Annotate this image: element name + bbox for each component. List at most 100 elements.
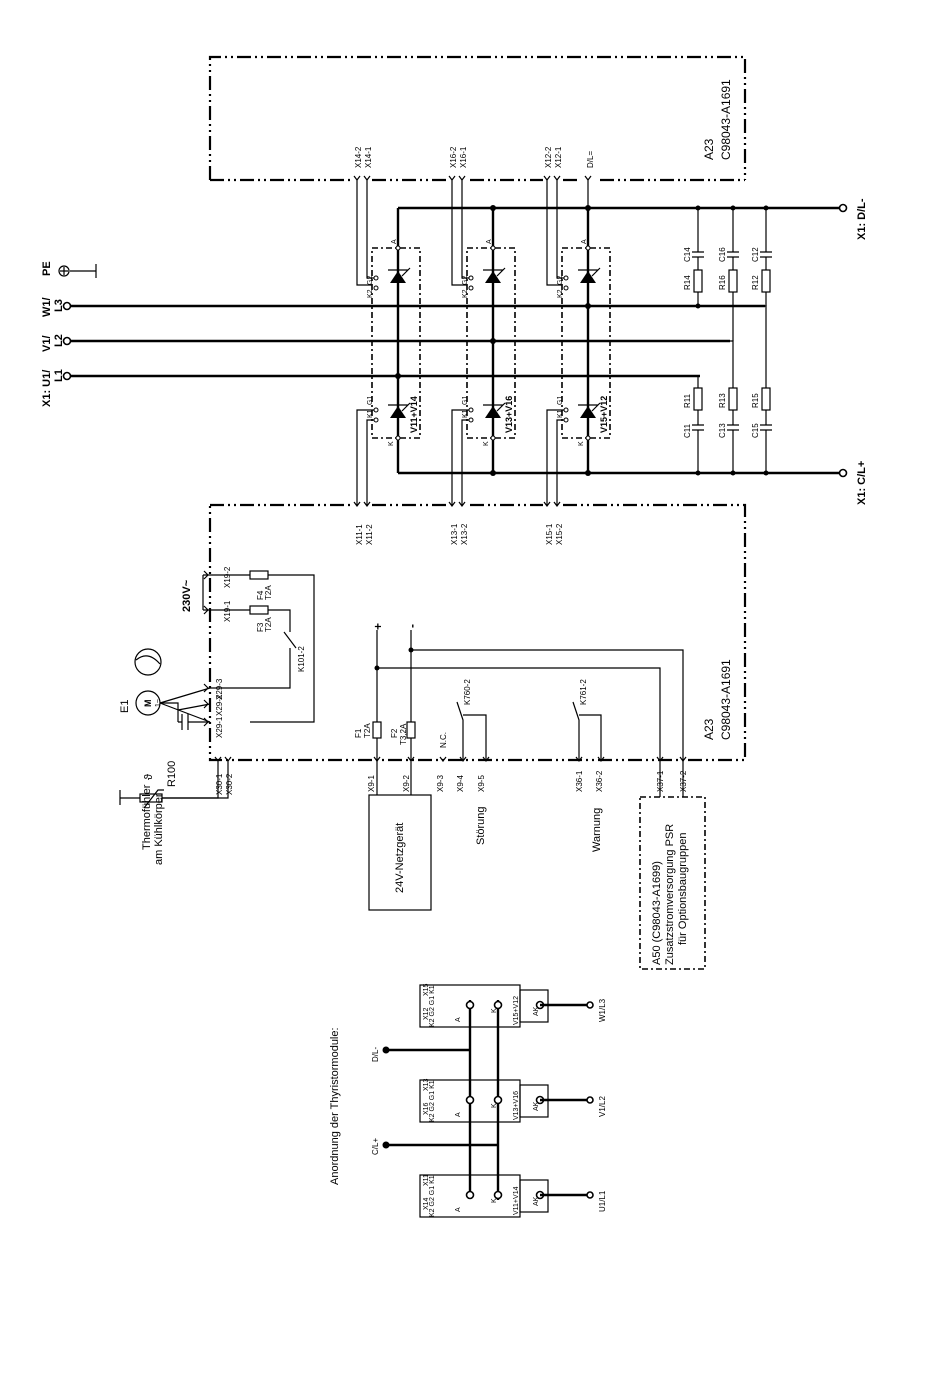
arrangement-dl: D/L- — [371, 1047, 380, 1062]
top-connectors: X14-2 X14-1 X16-2 X16-1 X12-2 X12-1 D/L= — [353, 146, 595, 181]
arr-k: K — [491, 1103, 498, 1108]
gate-label-g1: G1 — [557, 396, 564, 405]
dc-plus-label: X1: C/L+ — [856, 461, 868, 505]
gate-label-k1: K1 — [557, 409, 564, 418]
connector-x16-2: X16-2 — [449, 146, 458, 168]
gate-label-g2: G2 — [367, 276, 374, 285]
arr-mod-v11: V11+V14 — [513, 1186, 520, 1215]
arr-mod-v15: V15+V12 — [513, 996, 520, 1025]
f3-label: F3 — [256, 622, 265, 632]
arr-pins: K2 G2 G1 K1 — [429, 1175, 436, 1217]
r100-label: R100 — [166, 761, 178, 787]
l2-label-b: L2 — [53, 334, 65, 347]
x19-2-label: X19-2 — [223, 566, 232, 588]
f2-label: F2 — [390, 728, 399, 738]
l1-label-b: L1 — [53, 369, 65, 382]
r13-label: R13 — [718, 393, 727, 408]
gate-label-a: A — [391, 239, 398, 244]
connector-x13-1: X13-1 — [450, 523, 459, 545]
f1-rating: T2A — [363, 723, 372, 738]
arr-x16: X16 — [423, 1102, 430, 1115]
x29-3-label: X29-3 — [215, 678, 224, 700]
x36-2-label: X36-2 — [595, 770, 604, 792]
gate-label-g1: G1 — [462, 396, 469, 405]
a50-line-1: A50 (C98043-A1699) — [651, 861, 663, 965]
l1-label-a: X1: U1/ — [41, 370, 53, 407]
arr-mod-v13: V13+V16 — [513, 1091, 520, 1120]
a50-line-2: Zusatzstromversorgung PSR — [664, 824, 676, 965]
connector-x14-1: X14-1 — [364, 146, 373, 168]
a23-upper-label: A23 — [702, 138, 716, 160]
dc24-section: + - F1 T2A F2 T3,2A X9-1 X9-2 X9-3 X9-4 … — [354, 623, 684, 911]
theta-symbol: ϑ — [143, 774, 155, 780]
f4-rating: T2A — [264, 585, 273, 600]
connector-x12-2: X12-2 — [544, 146, 553, 168]
gate-label-k: K — [483, 441, 490, 446]
gate-label-k: K — [578, 441, 585, 446]
gate-label-k2: K2 — [557, 289, 564, 298]
c16-label: C16 — [718, 247, 727, 262]
module-v13-v16: V13+V16 — [504, 396, 514, 433]
nc-label: N.C. — [439, 732, 448, 748]
thyristor-modules: K2 G2 A K2 G2 A K2 G2 A K1 G1 K K1 G1 K … — [367, 205, 611, 476]
lower-terminals — [203, 570, 687, 762]
connector-x13-2: X13-2 — [460, 523, 469, 545]
x19-1-label: X19-1 — [223, 600, 232, 622]
x9-2-label: X9-2 — [402, 775, 411, 792]
connector-x14-2: X14-2 — [354, 146, 363, 168]
gate-label-a: A — [581, 239, 588, 244]
arr-a: A — [455, 1017, 462, 1022]
arr-x11: X11 — [423, 1174, 430, 1186]
c15-label: C15 — [751, 423, 760, 438]
supply-voltage-label: 230V~ — [181, 579, 193, 612]
dc24-minus: - — [405, 624, 419, 628]
relay-contacts: K760-2 Störung K761-2 Warnung X36-1 X36-… — [456, 679, 688, 852]
arr-out-w1: W1/L3 — [598, 998, 607, 1022]
bottom-connectors: X11-1 X11-2 X13-1 X13-2 X15-1 X15-2 — [355, 523, 564, 545]
thermo-sensor: Thermofühler am Kühlkörper R100 ϑ X30-1 … — [119, 760, 234, 865]
c14-label: C14 — [683, 247, 692, 262]
gate-label-g2: G2 — [462, 276, 469, 285]
arr-out-u1: U1/L1 — [598, 1190, 607, 1212]
f4-label: F4 — [256, 590, 265, 600]
x9-1-label: X9-1 — [367, 775, 376, 792]
c13-label: C13 — [718, 423, 727, 438]
arr-k: K — [491, 1198, 498, 1203]
pe-earth-icon — [58, 264, 97, 278]
dc-buses: X1: D/L- X1: C/L+ — [398, 198, 868, 505]
gate-label-k1: K1 — [367, 409, 374, 418]
c11-label: C11 — [683, 423, 692, 438]
motor-icon: M 1~ — [135, 690, 162, 716]
module-v15-v12: V15+V12 — [599, 396, 609, 433]
gate-wires-bottom — [353, 409, 564, 507]
gate-label-a: A — [486, 239, 493, 244]
module-v11-v14: V11+V14 — [409, 396, 419, 433]
gate-label-k2: K2 — [462, 289, 469, 298]
k761-label: K761-2 — [579, 679, 588, 705]
arr-pins: K2 G2 G1 K1 — [429, 1080, 436, 1122]
c12-label: C12 — [751, 247, 760, 262]
x36-1-label: X36-1 — [575, 770, 584, 792]
dc24-plus: + — [371, 623, 385, 630]
f3-rating: T2A — [264, 617, 273, 632]
connector-x11-1: X11-1 — [355, 524, 364, 545]
a23-upper-part: C98043-A1691 — [719, 79, 733, 160]
netzgeraet-box — [368, 794, 432, 911]
arr-ak: AK — [533, 1101, 540, 1111]
a50-module: A50 (C98043-A1699) Zusatzstromversorgung… — [639, 760, 706, 970]
fan-e1-label: E1 — [119, 700, 131, 713]
warnung-label: Warnung — [591, 808, 603, 852]
arr-x12: X12 — [423, 1007, 430, 1020]
connector-x11-2: X11-2 — [365, 524, 374, 545]
a23-lower-part: C98043-A1691 — [719, 659, 733, 740]
arr-ak: AK — [533, 1006, 540, 1016]
a23-lower-board: A23 C98043-A1691 — [208, 503, 747, 762]
l3-label-a: W1/ — [41, 297, 53, 317]
x9-3-label: X9-3 — [436, 775, 445, 792]
l2-label-a: V1/ — [41, 335, 53, 352]
f1-label: F1 — [354, 728, 363, 738]
pe-label: PE — [41, 261, 53, 276]
ac-supply-section: 230V~ X19-2 X19-1 F4 T2A F3 T2A K101-2 — [181, 566, 315, 723]
gate-label-k: K — [388, 441, 395, 446]
